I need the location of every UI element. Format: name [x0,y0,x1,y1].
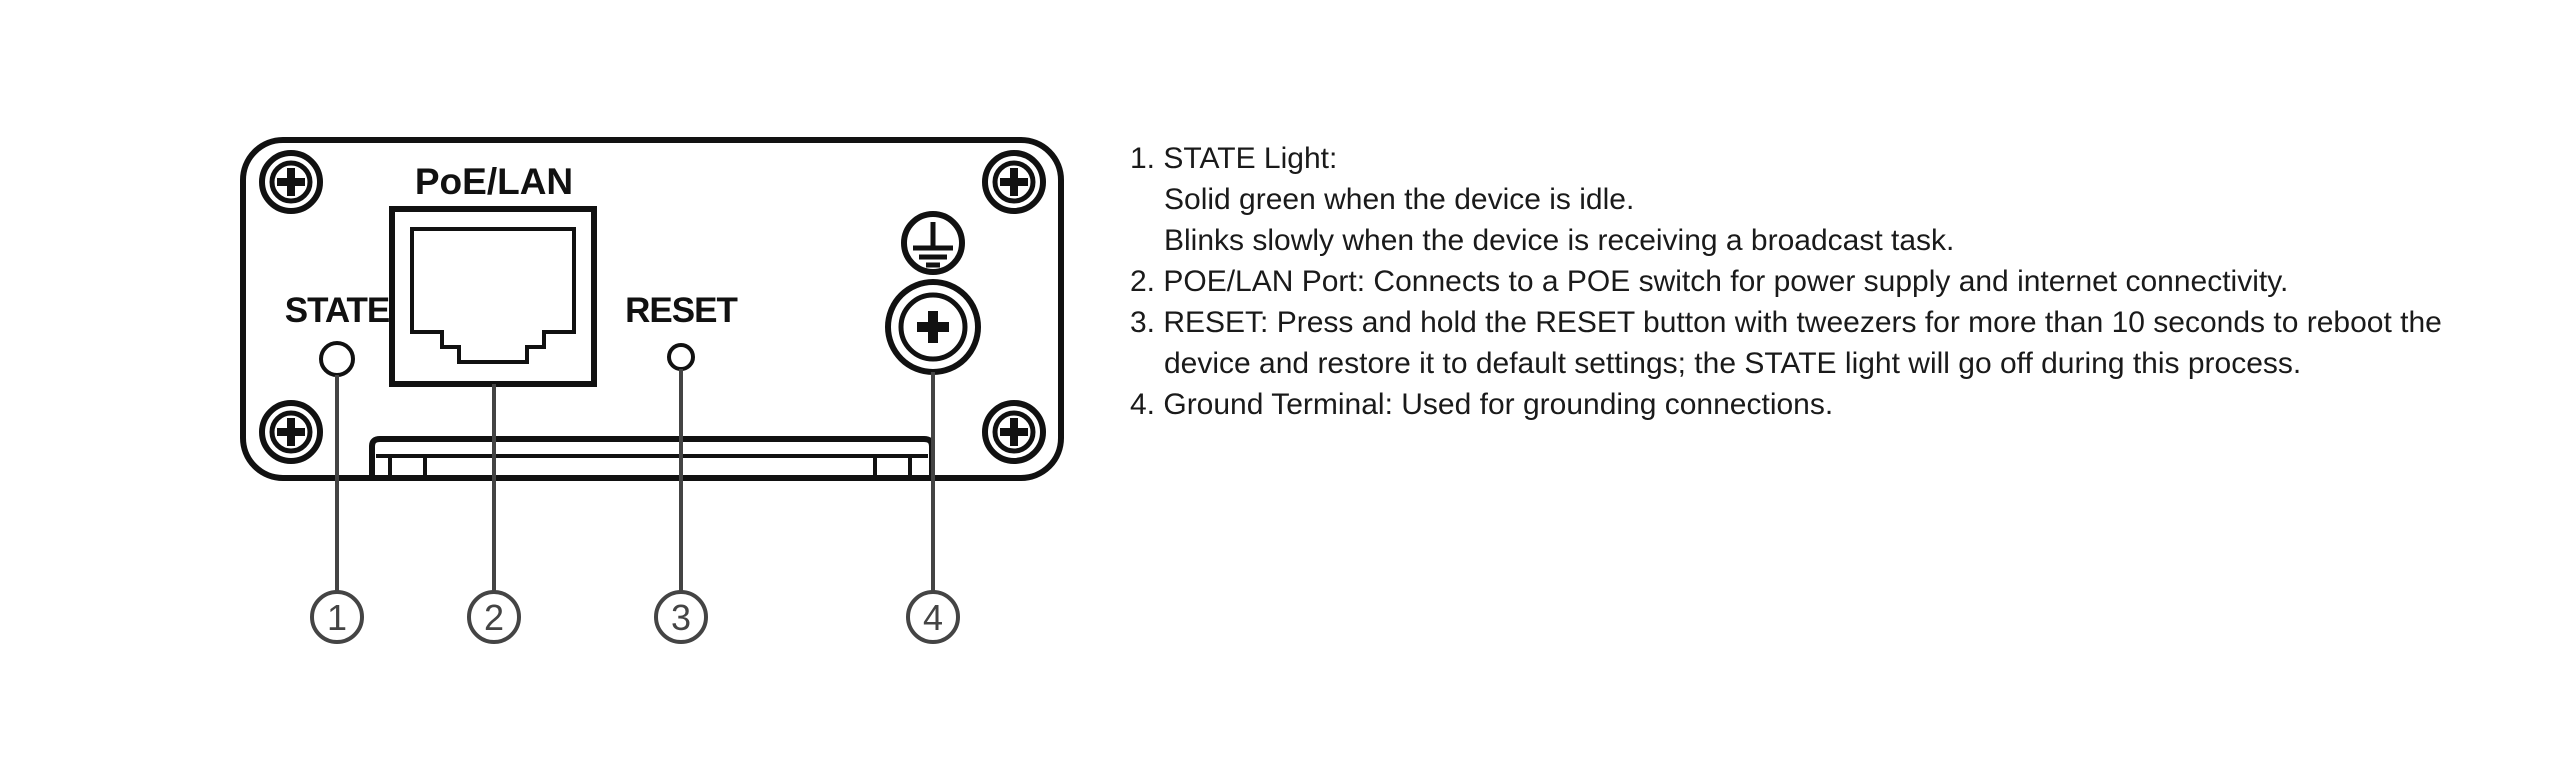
legend-item-reset: 3. RESET: Press and hold the RESET butto… [1130,302,2530,384]
ground-terminal [885,279,981,375]
screw-icon [262,403,320,461]
ground-symbol-icon [901,211,965,275]
legend-item-detail: Solid green when the device is idle. [1164,183,1635,216]
callout-number: 2 [484,597,504,638]
legend-item-title: 4. Ground Terminal: Used for grounding c… [1130,388,1834,421]
callout-3: 3 [654,590,708,644]
state-led [319,341,355,377]
poe-lan-label: PoE/LAN [415,161,573,202]
callout-4: 4 [906,590,960,644]
screw-icon [985,403,1043,461]
legend-item-ground: 4. Ground Terminal: Used for grounding c… [1130,384,2530,425]
callout-1: 1 [310,590,364,644]
callout-number: 3 [671,597,691,638]
reset-label: RESET [625,291,737,330]
legend-item-poe-lan: 2. POE/LAN Port: Connects to a POE switc… [1130,261,2530,302]
callout-number: 4 [923,597,943,638]
state-label: STATE [285,291,390,330]
device-panel-diagram: PoE/LAN STATE RESET [240,137,1064,644]
screw-icon [985,153,1043,211]
ethernet-port-icon[interactable] [389,206,597,387]
screw-icon [262,153,320,211]
legend-item-title: 1. STATE Light: [1130,142,1338,175]
legend-item-title: 2. POE/LAN Port: Connects to a POE switc… [1130,265,2289,298]
callout-number: 1 [327,597,347,638]
legend-item-state: 1. STATE Light: Solid green when the dev… [1130,138,2530,261]
legend-item-title: 3. RESET: Press and hold the RESET butto… [1130,306,2442,339]
legend-item-detail: device and restore it to default setting… [1164,347,2302,380]
legend-list: 1. STATE Light: Solid green when the dev… [1130,138,2530,425]
reset-button[interactable] [667,343,695,371]
legend-item-detail: Blinks slowly when the device is receivi… [1164,224,1955,257]
leader-lines [335,369,935,591]
callout-2: 2 [467,590,521,644]
